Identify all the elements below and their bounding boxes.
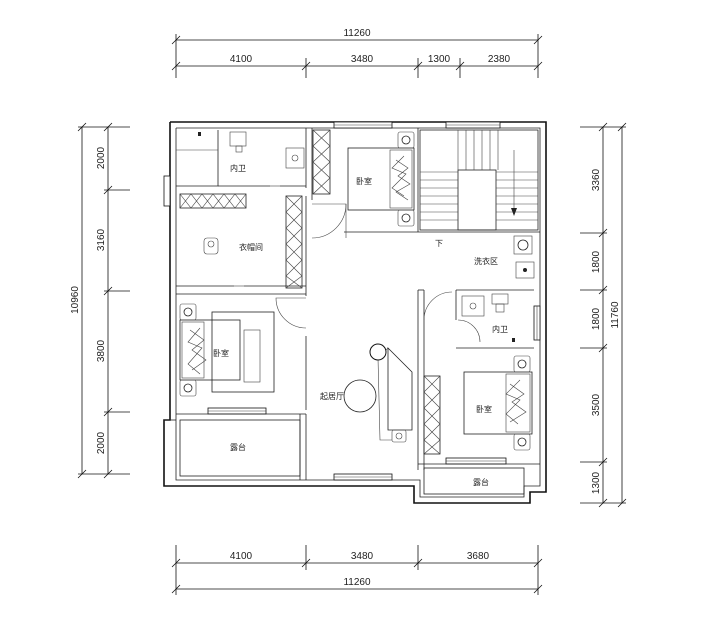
left-dim-1: 2000 xyxy=(96,146,107,169)
stairs xyxy=(419,129,539,231)
label-laundry: 洗衣区 xyxy=(474,256,498,266)
bottom-dim-2: 3480 xyxy=(351,551,374,562)
right-dimension-chain: 3360 1800 1800 3500 1300 11760 xyxy=(580,122,627,508)
label-closet: 衣帽间 xyxy=(239,242,263,252)
bedroom-right-bed xyxy=(463,355,533,451)
top-dim-4: 2380 xyxy=(488,54,511,65)
top-dim-1: 4100 xyxy=(230,54,253,65)
label-bedroom-top: 卧室 xyxy=(356,176,372,186)
left-dim-4: 2000 xyxy=(96,431,107,454)
label-stair-down: 下 xyxy=(435,239,443,248)
top-total-dim: 11260 xyxy=(343,28,371,39)
label-balcony-right: 露台 xyxy=(473,477,489,487)
bottom-total-dim: 11260 xyxy=(343,577,371,588)
label-bedroom-right: 卧室 xyxy=(476,404,492,414)
right-dim-5: 1300 xyxy=(591,471,602,494)
laundry-appliances xyxy=(513,235,535,279)
bottom-dimension-chain: 4100 3480 3680 11260 xyxy=(171,545,543,595)
label-balcony-left: 露台 xyxy=(230,442,246,452)
right-dim-2: 1800 xyxy=(591,250,602,273)
bedroom-left-bed xyxy=(179,303,275,397)
left-total-dim: 10960 xyxy=(70,286,81,314)
balconies xyxy=(179,419,525,495)
doors xyxy=(234,185,481,343)
label-bedroom-left: 卧室 xyxy=(213,348,229,358)
bottom-dim-3: 3680 xyxy=(467,551,490,562)
label-bath-2: 内卫 xyxy=(492,324,508,334)
right-dim-3: 1800 xyxy=(591,307,602,330)
label-bath-1: 内卫 xyxy=(230,163,246,173)
bedroom-top-wardrobe xyxy=(312,129,331,195)
top-dimension-chain: 11260 4100 3480 1300 2380 xyxy=(171,28,543,78)
right-dim-1: 3360 xyxy=(591,168,602,191)
right-total-dim: 11760 xyxy=(610,301,621,329)
living-sofa xyxy=(343,343,413,443)
bedroom-right-wardrobe xyxy=(423,375,441,455)
left-dim-3: 3800 xyxy=(96,339,107,362)
room-labels: 内卫 衣帽间 卧室 卧室 卧室 洗衣区 下 内卫 起居厅 露台 露台 xyxy=(213,163,508,487)
bottom-dim-1: 4100 xyxy=(230,551,253,562)
top-dim-3: 1300 xyxy=(428,54,451,65)
right-dim-4: 3500 xyxy=(591,393,602,416)
bedroom-top-bed xyxy=(347,131,415,227)
closet-wardrobes xyxy=(179,193,303,289)
outer-walls xyxy=(163,121,547,504)
top-dim-2: 3480 xyxy=(351,54,374,65)
label-living: 起居厅 xyxy=(320,392,344,401)
bath-1-fixtures xyxy=(176,131,305,169)
left-dimension-chain: 10960 2000 3160 3800 2000 xyxy=(70,122,130,479)
bath-2-fixtures xyxy=(461,293,515,342)
left-dim-2: 3160 xyxy=(96,228,107,251)
